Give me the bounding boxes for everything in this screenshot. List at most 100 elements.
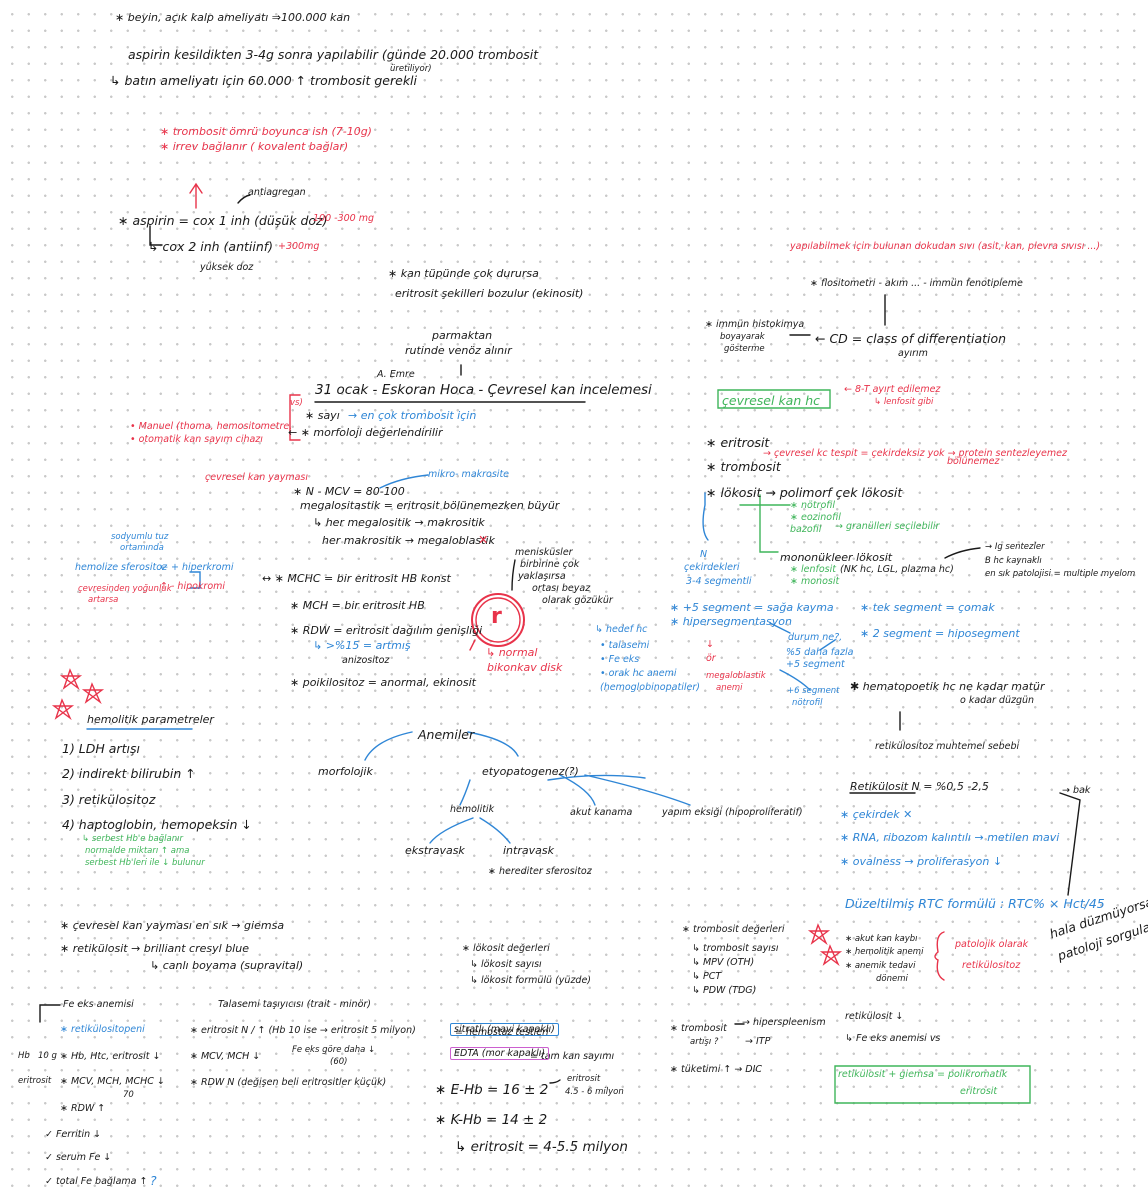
note-n61: 4) haptoglobin, hemopeksin ↓ — [62, 817, 252, 832]
note-n53: • talasemi — [600, 640, 650, 651]
note-n149: 70 — [123, 1090, 134, 1100]
edta-tube-label: EDTA (mor kapaklı) — [450, 1047, 550, 1060]
note-n113: nötrofil — [792, 698, 823, 708]
note-n90: ∗ eozinofil — [790, 512, 841, 523]
note-n173: retikülosit ↓ — [845, 1011, 904, 1022]
note-n174: ↳ Fe eks anemisi vs — [845, 1033, 941, 1044]
note-n153: ✓ total Fe bağlama ↑ — [45, 1176, 148, 1187]
note-n169: artışı ? — [690, 1037, 719, 1047]
note-n132: ↳ trombosit sayısı — [692, 943, 779, 954]
note-n104: ∗ hipersegmentasyon — [670, 615, 792, 628]
note-n65: Anemiler — [418, 727, 475, 742]
note-n160: ∗ RDW N (değişen beli eritrositler küçük… — [190, 1077, 387, 1088]
note-n42: ↳ >%15 = artmış — [313, 639, 411, 652]
note-n27: ∗ N - MCV = 80-100 — [293, 485, 405, 498]
note-n99: en sık patolojisi = multiple myelom — [985, 569, 1136, 579]
note-n71: ekstravask — [405, 844, 465, 857]
citrate-tube-box: sitratlı (mavi kapaklı) — [450, 1023, 559, 1036]
note-n95: (NK hc, LGL, plazma hc) — [840, 564, 954, 575]
note-n19: vs) — [290, 398, 303, 408]
note-n20: ∗ sayı — [305, 409, 340, 422]
note-n120: → bak — [1062, 785, 1091, 796]
note-n40: ∗ MCH = bir eritrosit HB — [290, 599, 425, 612]
note-n25: çevresel kan yayması — [205, 472, 308, 483]
note-n108: ↓ — [706, 639, 714, 650]
note-n57: hemolitik parametreler — [87, 713, 214, 726]
note-n9: 100 -300 mg — [313, 213, 375, 224]
note-n175: retikülosit + giemsa = polikromatik — [838, 1069, 1008, 1080]
note-n119: Retikülosit N = %0,5 -2,5 — [850, 780, 989, 793]
note-n45: menisküsler — [515, 547, 573, 558]
note-n107: +5 segment — [786, 659, 845, 670]
note-n159: (60) — [330, 1057, 348, 1067]
note-n67: etyopatogenez(?) — [482, 765, 579, 778]
note-n105: durum ne?, — [788, 632, 843, 643]
note-n91: bazofil — [790, 524, 822, 535]
note-n58: 1) LDH artışı — [62, 741, 140, 756]
note-n87: bölünemez — [947, 456, 1000, 467]
note-n54: • Fe eks — [600, 654, 640, 665]
note-n166: ∗ K-Hb = 14 ± 2 — [435, 1112, 548, 1128]
note-n60: 3) retikülositoz — [62, 792, 156, 807]
note-n157: ∗ MCV, MCH ↓ — [190, 1051, 261, 1062]
note-n78: gösterme — [724, 344, 765, 354]
note-n50: ↳ normal — [486, 646, 538, 659]
note-n158: Fe eks göre daha ↓ — [292, 1045, 376, 1055]
note-n102: 3-4 segmentli — [686, 576, 752, 587]
note-n176: eritrosit — [960, 1086, 998, 1097]
note-n62: ↳ serbest Hb'e bağlanır — [82, 834, 183, 844]
note-n140: patolojik olarak — [955, 939, 1029, 950]
note-n74: yapılabilmek için bulunan dokudan sıvı (… — [790, 241, 1101, 252]
note-n139: dönemi — [876, 974, 908, 984]
note-n144: Hb — [18, 1051, 30, 1061]
note-n13: ∗ kan tüpünde çok durursa — [388, 267, 539, 280]
note-n145: 10 g — [38, 1051, 57, 1061]
note-n93: mononükleer lökosit — [780, 551, 893, 564]
note-n1: ∗ beyin, açık kalp ameliyatı ⇒100.000 ka… — [115, 11, 351, 24]
note-n51: bikonkav disk — [487, 661, 563, 674]
note-n111: anemi — [716, 683, 743, 693]
note-n134: ↳ PCT — [692, 971, 722, 982]
note-n114: ∗ tek segment = çomak — [860, 601, 995, 614]
note-n135: ↳ PDW (TDG) — [692, 985, 757, 996]
note-n100: N — [700, 549, 708, 560]
note-n12: yüksek doz — [200, 262, 254, 273]
note-n63: normalde miktarı ↑ ama — [85, 846, 190, 856]
note-n14: eritrosit şekilleri bozulur (ekinosit) — [395, 287, 584, 300]
note-n106: %5 daha fazla — [786, 647, 854, 658]
note-n31: ✕ — [478, 532, 489, 547]
note-n5: ∗ trombosit ömrü boyunca ish (7-10g) — [160, 125, 372, 138]
note-n36: çevresinden yoğunluk — [78, 584, 172, 594]
note-n83: ↳ lenfosit gibi — [874, 397, 934, 407]
red-cell-letter: r — [491, 604, 502, 629]
note-n23: • Manuel (thoma, hemositometre, — [130, 421, 293, 432]
note-n47: yaklaşırsa — [518, 571, 566, 582]
note-n59: 2) indirekt bilirubin ↑ — [62, 766, 196, 781]
note-n18: 31 ocak - Eskoran Hoca - Çevresel kan in… — [315, 382, 652, 398]
note-n76: ∗ immün histokimya — [705, 319, 805, 330]
note-n39: ↔ ∗ MCHC = bir eritrosit HB konst — [262, 572, 451, 585]
note-n97: → Ig sentezler — [985, 542, 1045, 552]
note-n98: B hc kaynaklı — [985, 556, 1042, 566]
note-n143: ∗ retikülositopeni — [60, 1024, 145, 1035]
note-n112: +6 segment — [787, 686, 840, 696]
note-n66: morfolojik — [318, 765, 373, 778]
note-n136: ∗ akut kan kaybı — [845, 934, 918, 944]
note-n161: = hemostaz testleri — [455, 1027, 549, 1038]
note-n148: ∗ MCV, MCH, MCHC ↓ — [60, 1076, 165, 1087]
note-n92: → granülleri seçilebilir — [835, 521, 940, 532]
note-n73: ∗ herediter sferositoz — [488, 866, 592, 877]
note-n46: birbirine çok — [520, 559, 580, 570]
note-n17: A. Emre — [377, 369, 415, 380]
note-n168: ∗ trombosit — [670, 1023, 727, 1034]
note-n77: boyayarak — [720, 332, 765, 342]
note-n34: hemolize sferositoz — [75, 562, 168, 573]
note-n96: ∗ monosit — [790, 576, 840, 587]
note-n115: ∗ 2 segment = hiposegment — [860, 627, 1020, 640]
note-n6: ∗ irrev bağlanır ( kovalent bağlar) — [160, 140, 349, 153]
note-n147: eritrosit — [18, 1076, 52, 1086]
note-n44: ∗ poikilositoz = anormal, ekinosit — [290, 676, 476, 689]
note-n150: ∗ RDW ↑ — [60, 1103, 106, 1114]
